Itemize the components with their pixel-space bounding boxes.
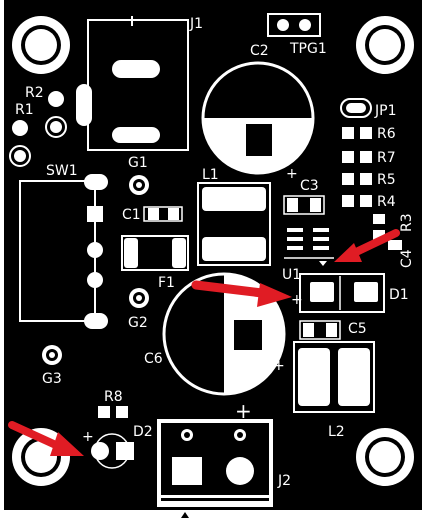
f1-label: F1: [158, 275, 175, 291]
c1-label: C1: [122, 207, 141, 223]
r3-label: R3: [399, 213, 415, 232]
sw1-label: SW1: [46, 163, 78, 179]
r6-resistor: [342, 127, 372, 139]
d1-label: D1: [389, 287, 409, 303]
r5-resistor: [342, 173, 372, 185]
j2-plus-label: +: [235, 399, 252, 423]
u1-regulator: [284, 228, 334, 266]
r2-resistor: [48, 91, 64, 107]
r7-resistor: [342, 151, 372, 163]
j1-power-jack: [76, 16, 189, 151]
r2-label: R2: [25, 85, 44, 101]
u1-label: U1: [282, 267, 301, 283]
d1-plus-label: +: [291, 292, 303, 308]
arrow-to-d2: [8, 421, 84, 456]
d2-led: [91, 433, 134, 469]
j2-terminal-block: [157, 419, 273, 518]
r3-resistor: [373, 214, 385, 240]
arrow-to-u1: [334, 229, 400, 262]
c2-capacitor: [201, 61, 315, 175]
g3-label: G3: [42, 371, 62, 387]
sw1-switch: [19, 174, 108, 329]
d1-diode: [299, 273, 385, 313]
g3-test-pad: [42, 345, 62, 365]
c6-plus-label: +: [273, 358, 285, 374]
r5-label: R5: [377, 172, 396, 188]
l2-inductor: [293, 341, 375, 413]
c5-capacitor: [299, 320, 341, 340]
c2-label: C2: [250, 43, 269, 59]
r7-label: R7: [377, 150, 396, 166]
c4-label: C4: [399, 249, 415, 268]
jp1-label: JP1: [374, 103, 396, 119]
mounting-hole-bottom-right: [356, 428, 414, 486]
r8-resistor: [98, 406, 128, 418]
mounting-hole-top-right: [356, 16, 414, 74]
arrow-to-d1: [191, 280, 292, 307]
d2-label: D2: [133, 424, 153, 440]
g2-label: G2: [128, 315, 148, 331]
tpg1-test-point: [267, 13, 321, 37]
r4-label: R4: [377, 194, 396, 210]
r8-label: R8: [104, 389, 123, 405]
tpg1-label: TPG1: [289, 41, 327, 57]
j1-label: J1: [189, 16, 203, 32]
f1-fuse: [121, 235, 189, 271]
c6-capacitor: [162, 272, 286, 396]
mounting-hole-top-left: [12, 16, 70, 74]
c3-label: C3: [300, 178, 319, 194]
c4-capacitor: [388, 240, 402, 250]
d2-plus-label: +: [82, 429, 94, 445]
c6-label: C6: [144, 351, 163, 367]
c5-label: C5: [348, 321, 367, 337]
jp1-jumper: [340, 98, 372, 118]
g1-label: G1: [128, 155, 148, 171]
c1-capacitor: [143, 206, 183, 222]
g1-test-pad: [129, 175, 149, 195]
r4-resistor: [342, 195, 372, 207]
j2-label: J2: [277, 473, 291, 489]
l1-inductor: [197, 182, 271, 266]
c3-capacitor: [283, 195, 325, 215]
l1-label: L1: [202, 167, 219, 183]
g2-test-pad: [129, 288, 149, 308]
ldr-sensor: [9, 145, 31, 167]
r1-label: R1: [15, 102, 34, 118]
r6-label: R6: [377, 126, 396, 142]
r1-resistor: [12, 116, 67, 138]
l2-label: L2: [328, 424, 345, 440]
c2-plus-label: +: [286, 166, 298, 182]
